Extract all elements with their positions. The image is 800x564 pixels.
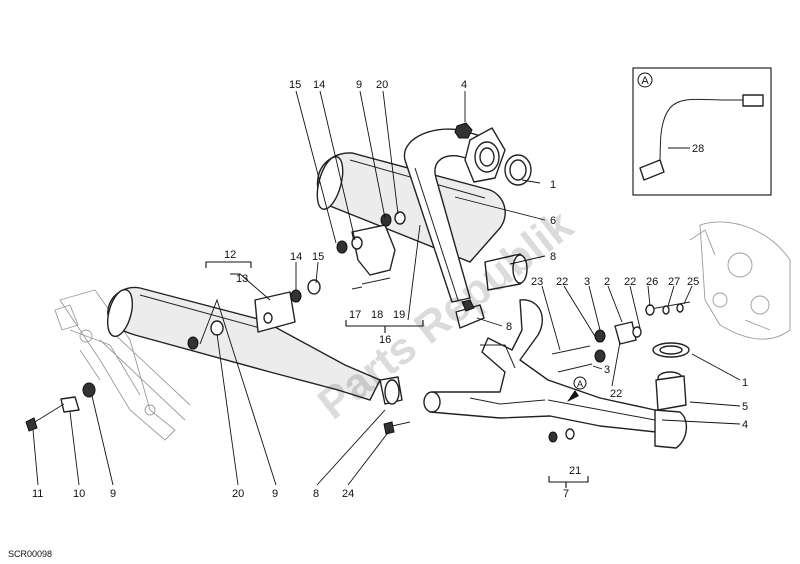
callout-8-bottom: 8 (313, 488, 319, 500)
clamp-8-lower (455, 299, 485, 329)
callout-13: 13 (236, 273, 248, 285)
collector-y-pipe (423, 299, 657, 433)
callout-4-top: 4 (461, 79, 467, 91)
lower-silencer (106, 286, 381, 401)
callout-23: 23 (531, 276, 543, 288)
group-braces (205, 261, 589, 488)
callout-21: 21 (569, 465, 581, 477)
callout-2: 2 (604, 276, 610, 288)
callout-9-bottom: 9 (110, 488, 116, 500)
detail-a-label: A (641, 75, 649, 87)
callout-4-bottom: 4 (742, 419, 748, 431)
callout-19: 19 (393, 309, 405, 321)
gasket-1-upper (504, 154, 532, 186)
callout-15-mid: 15 (312, 251, 324, 263)
callout-15-top: 15 (289, 79, 301, 91)
callout-6: 6 (550, 215, 556, 227)
lower-header-elbow (652, 342, 690, 449)
callout-22-bottom: 22 (610, 388, 622, 400)
sensor-bosses (548, 301, 691, 443)
callout-8-right: 8 (550, 251, 556, 263)
callout-12: 12 (224, 249, 236, 261)
callout-22-right: 22 (624, 276, 636, 288)
rear-frame-ghost (54, 289, 191, 441)
callout-24: 24 (342, 488, 354, 500)
upper-flange (464, 127, 506, 183)
callout-9-top: 9 (356, 79, 362, 91)
callout-11: 11 (32, 488, 43, 500)
callout-28: 28 (692, 143, 704, 155)
bolt-24 (383, 421, 411, 435)
callout-27: 27 (668, 276, 680, 288)
detail-a-marker-label: A (577, 379, 583, 389)
callout-14-mid: 14 (290, 251, 302, 263)
lower-washers (25, 320, 224, 432)
callout-25: 25 (687, 276, 699, 288)
nut-4-upper (454, 122, 473, 139)
leader-lines (32, 90, 741, 486)
drawing-code: SCR00098 (8, 549, 52, 559)
callout-18: 18 (371, 309, 383, 321)
callout-20-bottom: 20 (232, 488, 244, 500)
callout-17: 17 (349, 309, 361, 321)
bracket-assembly-16 (336, 211, 406, 290)
callout-10: 10 (73, 488, 85, 500)
engine-case-ghost (689, 221, 791, 340)
lower-bracket-13 (254, 279, 321, 333)
detail-a-box: A (632, 67, 772, 196)
callout-1-top: 1 (550, 179, 556, 191)
callout-3-top: 3 (584, 276, 590, 288)
callout-22-top: 22 (556, 276, 568, 288)
callout-labels: 15 14 9 20 4 1 6 8 12 13 14 15 17 18 19 … (32, 79, 748, 500)
detail-a-marker-on-pipe: A (567, 376, 587, 402)
callout-9-mid: 9 (272, 488, 278, 500)
lower-clamp (379, 376, 403, 405)
callout-3-bottom: 3 (604, 364, 610, 376)
callout-1-bottom: 1 (742, 377, 748, 389)
callout-20-top: 20 (376, 79, 388, 91)
callout-26: 26 (646, 276, 658, 288)
callout-7: 7 (563, 488, 569, 500)
callout-16: 16 (379, 334, 391, 346)
callout-14-top: 14 (313, 79, 325, 91)
callout-8-mid: 8 (506, 321, 512, 333)
callout-5: 5 (742, 401, 748, 413)
